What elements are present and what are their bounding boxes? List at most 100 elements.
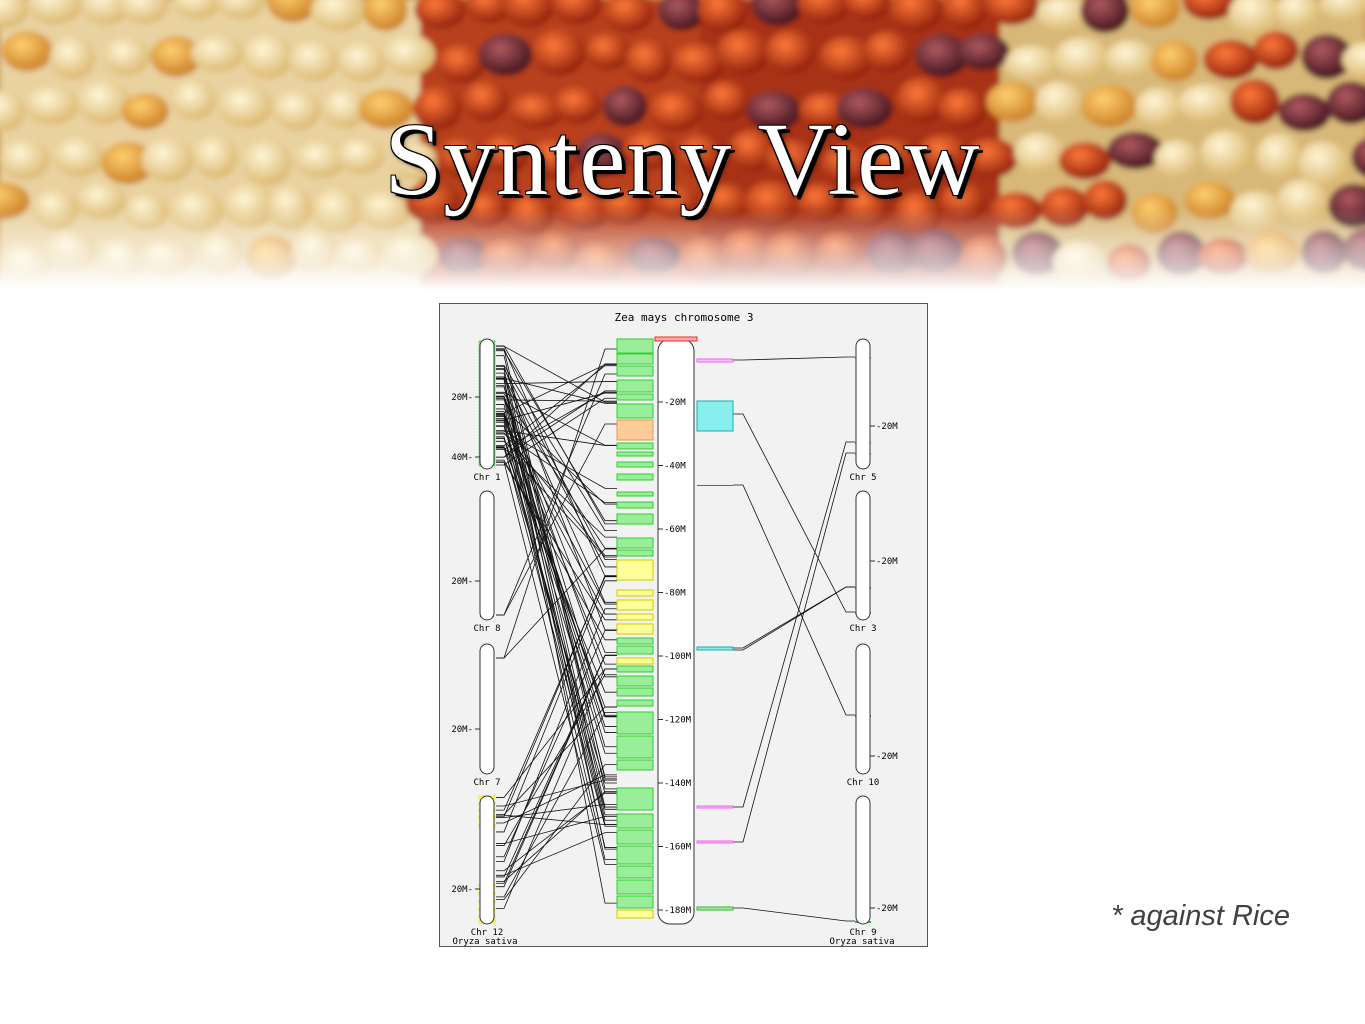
- chr1-link: [496, 350, 617, 522]
- chr12-synteny-block: [616, 599, 654, 611]
- chr1-link: [496, 390, 617, 458]
- chr1-link: [496, 395, 617, 653]
- chr1-synteny-block: [616, 787, 654, 811]
- chr5-synteny-block: [696, 805, 734, 809]
- chr1-synteny-block: [616, 365, 654, 377]
- chr1-synteny-block: [616, 491, 654, 497]
- right-tick-label: -20M: [876, 557, 898, 567]
- chr12-synteny-block: [616, 613, 654, 621]
- chr1-synteny-block: [616, 879, 654, 895]
- left-chromosome-label: Chr 1: [473, 473, 500, 483]
- chr1-link: [496, 408, 617, 505]
- chr1-link: [496, 447, 617, 784]
- synteny-figure: -20M -40M -60M -80M -100M -120M -140M -160M -180…: [439, 303, 928, 947]
- chr1-link: [496, 398, 617, 821]
- chr1-link: [496, 377, 617, 603]
- figure-title: Zea mays chromosome 3: [614, 311, 753, 324]
- chr1-synteny-block: [616, 513, 654, 525]
- right-chromosome-label: Chr 3: [849, 624, 876, 634]
- left-chromosome: [479, 643, 495, 775]
- chr1-synteny-block: [616, 829, 654, 845]
- chr1-link: [496, 430, 617, 489]
- chr1-synteny-block: [616, 759, 654, 771]
- chr12-synteny-block: [616, 909, 654, 919]
- chr5-synteny-block: [696, 358, 734, 363]
- center-tick-label: -20M: [664, 398, 686, 408]
- chr1-link: [496, 447, 617, 693]
- chr12-link: [496, 814, 617, 826]
- chr7-synteny-block: [616, 419, 654, 441]
- chr1-synteny-block: [616, 845, 654, 865]
- right-tick-label: -20M: [876, 752, 898, 762]
- chr1-synteny-block: [616, 451, 654, 457]
- right-chromosome: [855, 643, 871, 775]
- center-tick-label: -80M: [664, 589, 686, 599]
- center-tick-label: -180M: [664, 906, 692, 916]
- chr1-synteny-block: [616, 549, 654, 557]
- chr1-synteny-block: [616, 403, 654, 419]
- corn-banner: [0, 0, 1365, 290]
- left-species-label: Oryza sativa: [452, 937, 517, 947]
- chr1-link: [496, 433, 617, 504]
- left-chromosome-label: Chr 7: [473, 778, 500, 788]
- chr12-link: [496, 774, 617, 824]
- chr3-synteny-block: [696, 400, 734, 432]
- chr1-synteny-block: [616, 501, 654, 509]
- chr1-synteny-block: [616, 665, 654, 673]
- chr1-link: [496, 348, 617, 577]
- chr12-link: [496, 764, 617, 900]
- chr1-link: [496, 365, 617, 447]
- chr12-synteny-block: [616, 657, 654, 665]
- chr1-link: [496, 425, 617, 733]
- chr1-synteny-block: [616, 353, 654, 365]
- chr1-link: [496, 366, 617, 631]
- center-tick-label: -120M: [664, 716, 692, 726]
- chromosomes: -20M -40M -60M -80M -100M -120M -140M -160M -180…: [451, 336, 898, 938]
- right-species-label: Oryza sativa: [829, 937, 894, 947]
- chr9-synteny-block: [696, 906, 734, 911]
- chr1-link: [496, 445, 617, 827]
- chr1-link: [496, 436, 617, 810]
- center-tick-label: -60M: [664, 525, 686, 535]
- chr12-link: [496, 816, 617, 844]
- chr1-link: [496, 414, 617, 718]
- center-tick-label: -100M: [664, 652, 692, 662]
- left-tick-label: 40M-: [451, 453, 473, 463]
- chr1-link: [496, 378, 617, 904]
- chr12-synteny-block: [616, 559, 654, 581]
- center-chromosome-top-marker: [654, 336, 698, 342]
- right-chromosome: [855, 795, 871, 925]
- chr1-synteny-block: [616, 711, 654, 735]
- chr1-link: [496, 425, 617, 754]
- chr1-link: [496, 396, 617, 748]
- chr1-link: [496, 404, 617, 848]
- chr1-link: [496, 385, 617, 816]
- chr1-link: [496, 399, 617, 402]
- chr1-link: [496, 386, 617, 716]
- right-tick-label: -20M: [876, 904, 898, 914]
- chr1-synteny-block: [616, 675, 654, 687]
- chr12-link: [496, 576, 617, 811]
- chr1-synteny-block: [616, 442, 654, 450]
- chr5-link: [733, 441, 855, 808]
- synteny-diagram: -20M -40M -60M -80M -100M -120M -140M -160M -180…: [451, 311, 898, 947]
- chr5-synteny-block: [696, 840, 734, 844]
- chr1-synteny-block: [616, 637, 654, 645]
- slide-title: Synteny View: [384, 102, 981, 217]
- center-tick-label: -40M: [664, 462, 686, 472]
- center-tick-label: -140M: [664, 779, 692, 789]
- chr1-link: [496, 461, 617, 865]
- chr12-link: [496, 608, 617, 862]
- left-tick-label: 20M-: [451, 885, 473, 895]
- chr9-link: [733, 907, 855, 922]
- left-chromosome: [479, 338, 495, 470]
- right-chromosome: [855, 338, 871, 470]
- chr1-synteny-block: [616, 813, 654, 829]
- chr1-link: [496, 348, 617, 780]
- center-tick-label: -160M: [664, 843, 692, 853]
- left-tick-label: 20M-: [451, 577, 473, 587]
- chr1-synteny-block: [616, 687, 654, 697]
- chr1-link: [496, 391, 617, 450]
- chr12-synteny-block: [616, 589, 654, 597]
- chr10-synteny-block: [697, 485, 733, 486]
